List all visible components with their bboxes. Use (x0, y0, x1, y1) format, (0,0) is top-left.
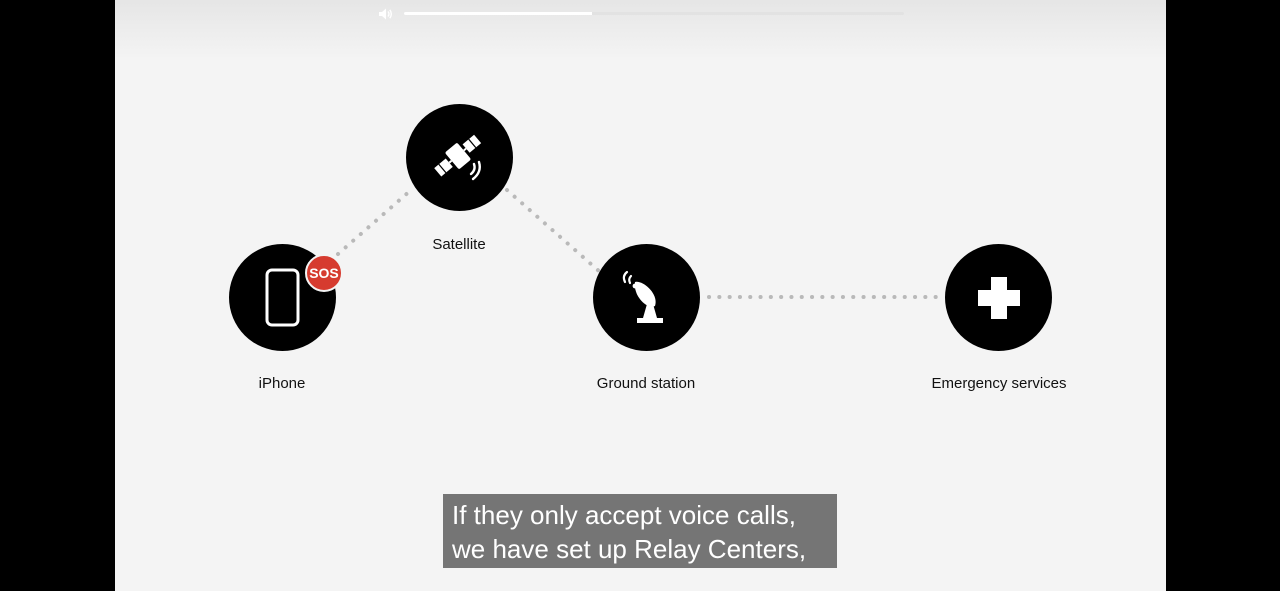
sos-badge: SOS (305, 254, 343, 292)
node-label-ground-station: Ground station (596, 375, 696, 392)
volume-slider[interactable] (404, 12, 904, 15)
node-ground-station (593, 244, 700, 351)
speaker-icon[interactable] (377, 6, 393, 22)
node-emergency-services (945, 244, 1052, 351)
node-label-satellite: Satellite (432, 236, 486, 253)
medical-cross-icon (977, 276, 1020, 319)
node-label-iphone: iPhone (258, 375, 306, 392)
subtitle-line-2: we have set up Relay Centers, (452, 534, 807, 564)
video-frame[interactable]: SOS iPhone Satellite (115, 0, 1166, 591)
satellite-dish-icon (622, 270, 663, 323)
subtitle-box: If they only accept voice calls, we have… (443, 494, 837, 568)
volume-slider-fill (404, 12, 592, 15)
satellite-icon (433, 134, 481, 180)
node-label-emergency-services: Emergency services (931, 375, 1067, 392)
subtitle-line-1: If they only accept voice calls, (452, 500, 796, 530)
connection-lines (336, 188, 947, 299)
node-satellite (406, 104, 513, 211)
top-shade (115, 0, 1166, 60)
sos-diagram: SOS iPhone Satellite (115, 0, 1166, 591)
phone-icon (265, 268, 299, 326)
